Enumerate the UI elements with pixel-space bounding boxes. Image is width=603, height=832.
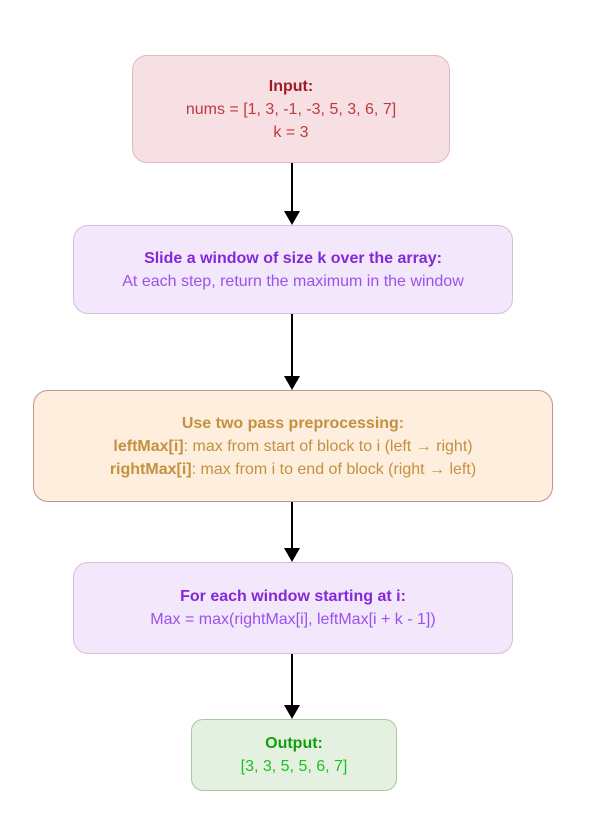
flow-node-preprocessing: Use two pass preprocessing: leftMax[i]: … [33,390,553,502]
flow-node-slide-window: Slide a window of size k over the array:… [73,225,513,314]
arrow-preprocess-to-windowmax [284,502,300,562]
flow-node-window-max: For each window starting at i: Max = max… [73,562,513,654]
window-max-title: For each window starting at i: [180,588,406,605]
arrow-slide-to-preprocess [284,314,300,390]
rightmax-term: rightMax[i] [109,460,192,478]
rightmax-line: rightMax[i]: max from i to end of block … [110,458,476,481]
arrow-head-icon [284,705,300,719]
rightmax-definition: : max from i to end of block (right → le… [191,460,477,478]
arrow-shaft [291,314,293,377]
leftmax-term: leftMax[i] [113,437,184,455]
leftmax-definition: : max from start of block to i (left → r… [183,437,473,455]
slide-window-description: At each step, return the maximum in the … [122,272,464,290]
arrow-shaft [291,502,293,549]
window-max-formula: Max = max(rightMax[i], leftMax[i + k - 1… [150,611,436,628]
arrow-head-icon [284,211,300,225]
arrow-shaft [291,163,293,212]
flow-node-input: Input: nums = [1, 3, -1, -3, 5, 3, 6, 7]… [132,55,450,163]
output-array: [3, 3, 5, 5, 6, 7] [240,758,348,775]
output-node-title: Output: [265,735,323,752]
flow-node-output: Output: [3, 3, 5, 5, 6, 7] [191,719,397,791]
arrow-input-to-slide [284,163,300,225]
slide-window-title: Slide a window of size k over the array: [144,249,442,267]
input-node-title: Input: [268,77,314,95]
leftmax-line: leftMax[i]: max from start of block to i… [113,435,472,458]
arrow-windowmax-to-output [284,654,300,719]
preprocessing-title: Use two pass preprocessing: [181,414,405,432]
arrow-head-icon [284,548,300,562]
arrow-shaft [291,654,293,706]
input-nums-line: nums = [1, 3, -1, -3, 5, 3, 6, 7] [185,100,397,118]
arrow-head-icon [284,376,300,390]
input-k-line: k = 3 [273,123,309,141]
